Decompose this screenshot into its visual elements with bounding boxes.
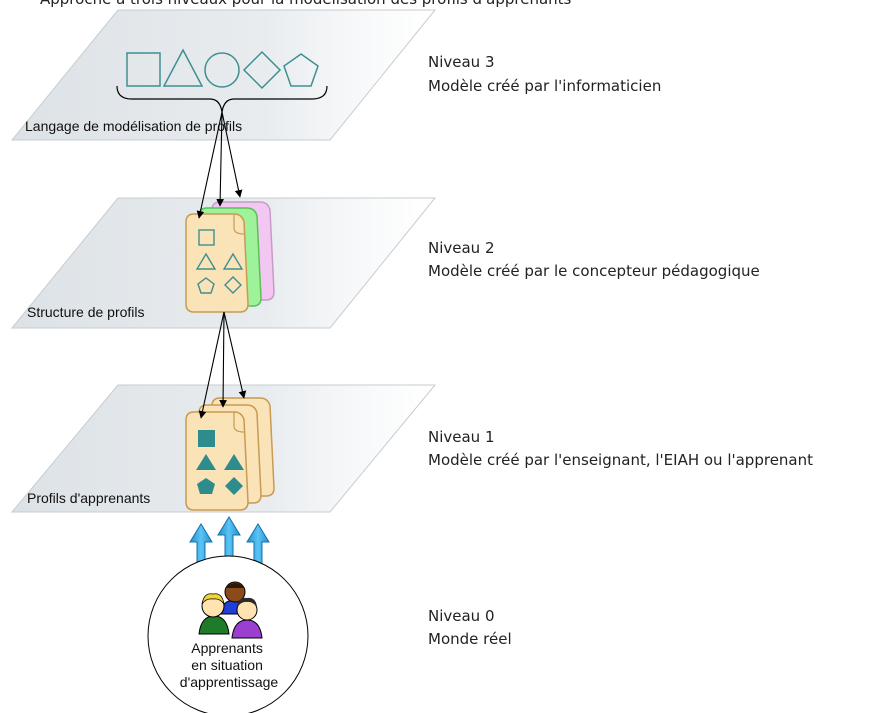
level-2-desc: Modèle créé par le concepteur pédagogiqu… (428, 262, 760, 280)
level-2-title: Niveau 2 (428, 239, 495, 257)
learners-line-2: en situation (191, 657, 263, 673)
level-1-desc: Modèle créé par l'enseignant, l'EIAH ou … (428, 451, 813, 469)
circle-icon (204, 52, 240, 88)
plane-level-2: Structure de profils (10, 197, 437, 329)
pentagon-icon (283, 53, 319, 87)
arrows-level2-to-level1 (198, 311, 247, 419)
learners-line-3: d'apprentissage (180, 674, 279, 690)
real-world-circle: Apprenants en situation d'apprentissage (147, 555, 309, 713)
level-1-title: Niveau 1 (428, 428, 495, 446)
level-0-title: Niveau 0 (428, 607, 495, 625)
level-descriptions: Niveau 3 Modèle créé par l'informaticien… (428, 53, 813, 648)
plane-level-3: Langage de modélisation de profils (10, 9, 437, 141)
arrows-level3-to-level2 (196, 111, 243, 219)
learners-caption: Apprenants en situation d'apprentissage (180, 640, 279, 690)
plane-label-3: Langage de modélisation de profils (25, 118, 242, 134)
level-3-desc: Modèle créé par l'informaticien (428, 77, 661, 95)
plane-label-1: Profils d'apprenants (27, 490, 150, 506)
level-0-desc: Monde réel (428, 630, 512, 648)
document-icon (185, 213, 249, 313)
level-3-title: Niveau 3 (428, 53, 495, 71)
arrows-learners-to-level1 (189, 516, 270, 576)
shape-palette (126, 48, 319, 90)
triangle-icon (162, 48, 204, 87)
diamond-icon (242, 50, 282, 90)
profile-document-icon (185, 411, 249, 511)
plane-level-1: Profils d'apprenants (10, 384, 437, 513)
plane-label-2: Structure de profils (27, 304, 145, 320)
learners-icon (198, 581, 263, 639)
square-icon (126, 52, 161, 87)
learners-line-1: Apprenants (191, 640, 263, 656)
header-partial-title: Approche à trois niveaux pour la modélis… (40, 0, 572, 8)
